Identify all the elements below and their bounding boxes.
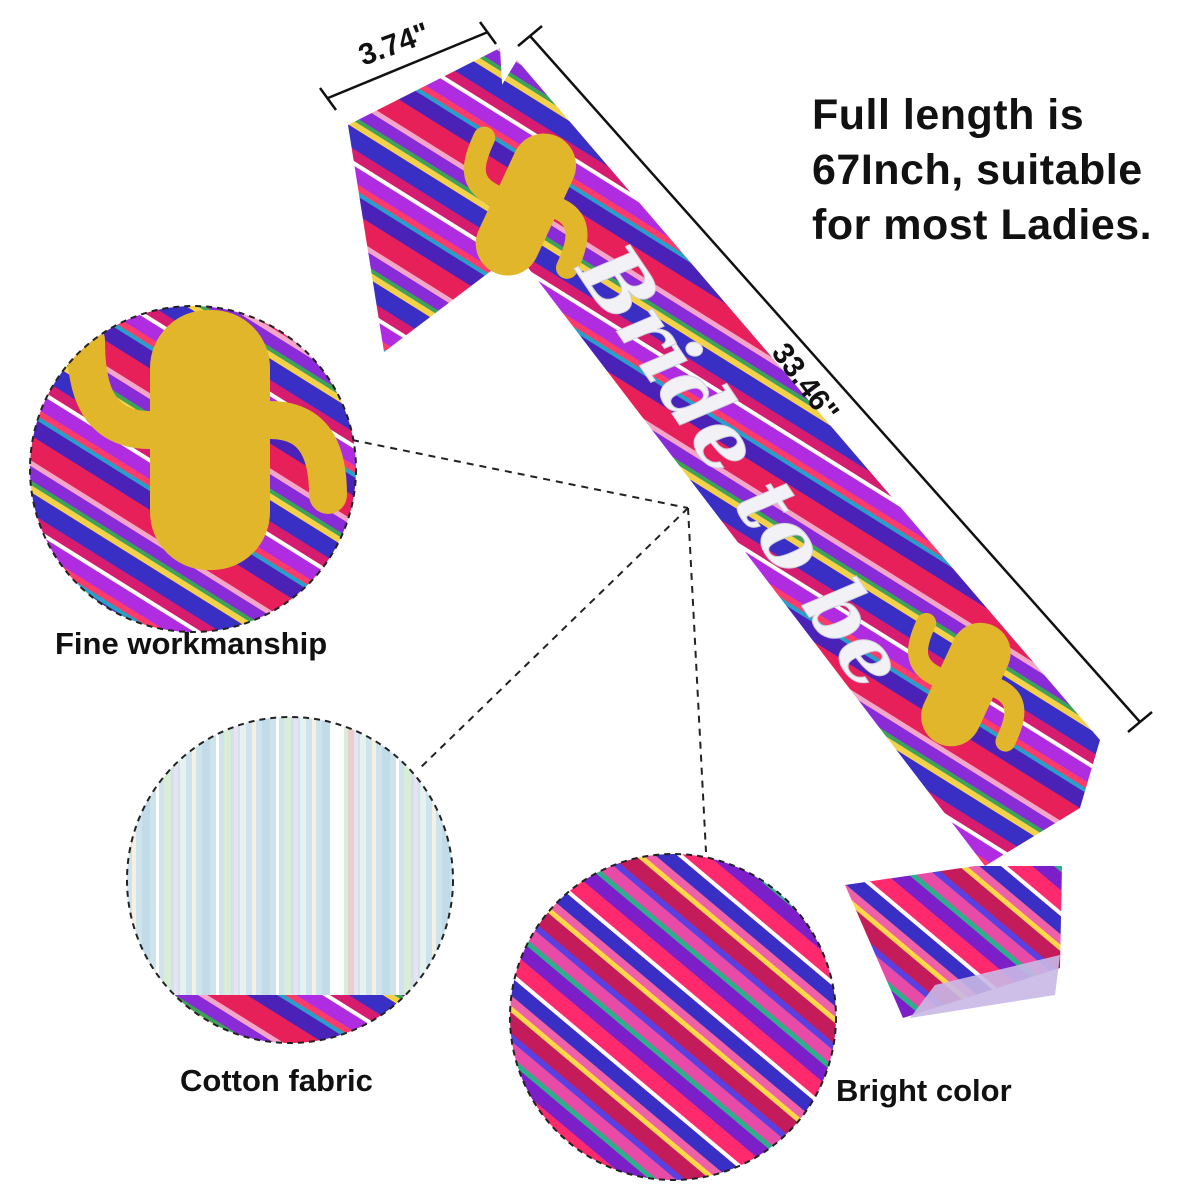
caption-fine-workmanship: Fine workmanship: [55, 626, 328, 661]
headline: Full length is 67Inch, suitable for most…: [812, 88, 1197, 253]
detail-circle-fine: [29, 305, 357, 633]
sash-body: [452, 60, 1100, 866]
caption-bright-color: Bright color: [836, 1073, 1012, 1108]
sash-top-fold: [348, 48, 512, 352]
cactus-icon: [67, 310, 347, 570]
cactus-icon: [463, 126, 588, 279]
headline-line-1: Full length is: [812, 91, 1085, 139]
callout-leaders: [351, 439, 707, 853]
length-dimension: [517, 25, 1153, 733]
headline-line-3: for most Ladies.: [812, 201, 1153, 249]
detail-circle-cotton: [126, 716, 454, 1044]
width-dimension: [318, 21, 498, 111]
sash-script-text: Bride to be: [557, 226, 924, 706]
cactus-icon: [908, 612, 1025, 752]
headline-line-2: 67Inch, suitable: [812, 146, 1143, 194]
caption-cotton-fabric: Cotton fabric: [180, 1063, 373, 1098]
detail-circle-bright: [509, 853, 837, 1181]
